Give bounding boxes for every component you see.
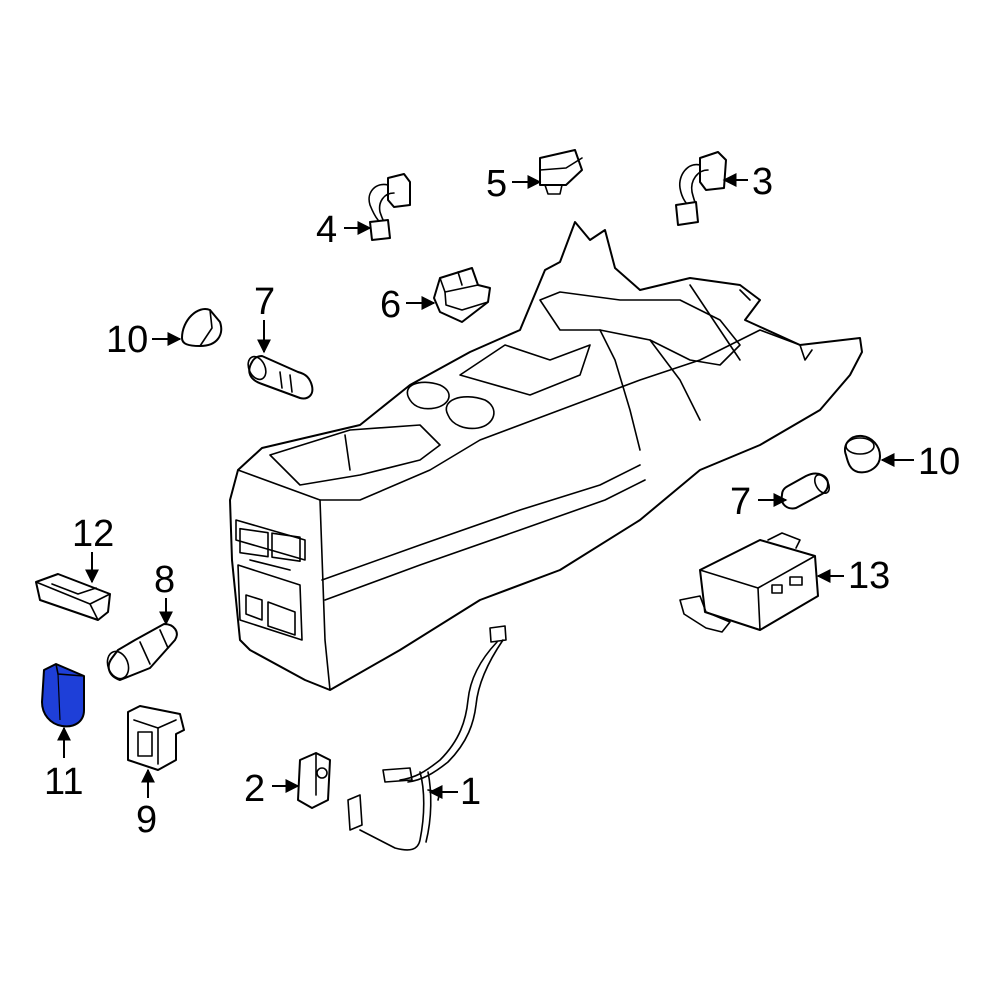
callout-9: 9	[136, 799, 157, 841]
callout-3: 3	[752, 161, 773, 203]
part-5-switch	[539, 149, 583, 195]
callout-7-right: 7	[730, 481, 751, 523]
part-7-socket-right	[780, 472, 831, 510]
part-1-wiring-harness	[347, 625, 507, 851]
callout-10-left: 10	[106, 319, 148, 361]
part-13-control-module	[679, 532, 819, 633]
leader-lines	[57, 173, 914, 799]
part-12-bezel	[35, 573, 111, 621]
center-console	[229, 221, 863, 691]
part-6-clip	[433, 267, 491, 323]
callout-2: 2	[244, 768, 265, 810]
part-2-bracket	[297, 752, 331, 809]
part-7-socket-left	[247, 355, 314, 400]
callout-1: 1	[460, 771, 481, 813]
callout-11: 11	[44, 761, 83, 803]
callout-10-right: 10	[918, 441, 960, 483]
part-9-switch-housing	[127, 705, 185, 771]
callout-13: 13	[848, 555, 890, 597]
part-4-sensor	[368, 173, 411, 241]
callout-labels: 1 2 3 4 5 6 7 7 8 9 10 10 11 12 13	[44, 161, 960, 841]
part-10-knob-right	[844, 434, 881, 474]
part-8-power-socket	[106, 623, 178, 681]
part-10-cap-left	[181, 308, 223, 347]
callout-5: 5	[486, 163, 507, 205]
part-3-sensor	[675, 151, 727, 226]
part-11-cover-highlighted	[41, 663, 85, 728]
callout-6: 6	[380, 284, 401, 326]
callout-4: 4	[316, 209, 337, 251]
callout-7-top: 7	[254, 281, 275, 323]
callout-8: 8	[154, 559, 175, 601]
callout-12: 12	[72, 513, 114, 555]
